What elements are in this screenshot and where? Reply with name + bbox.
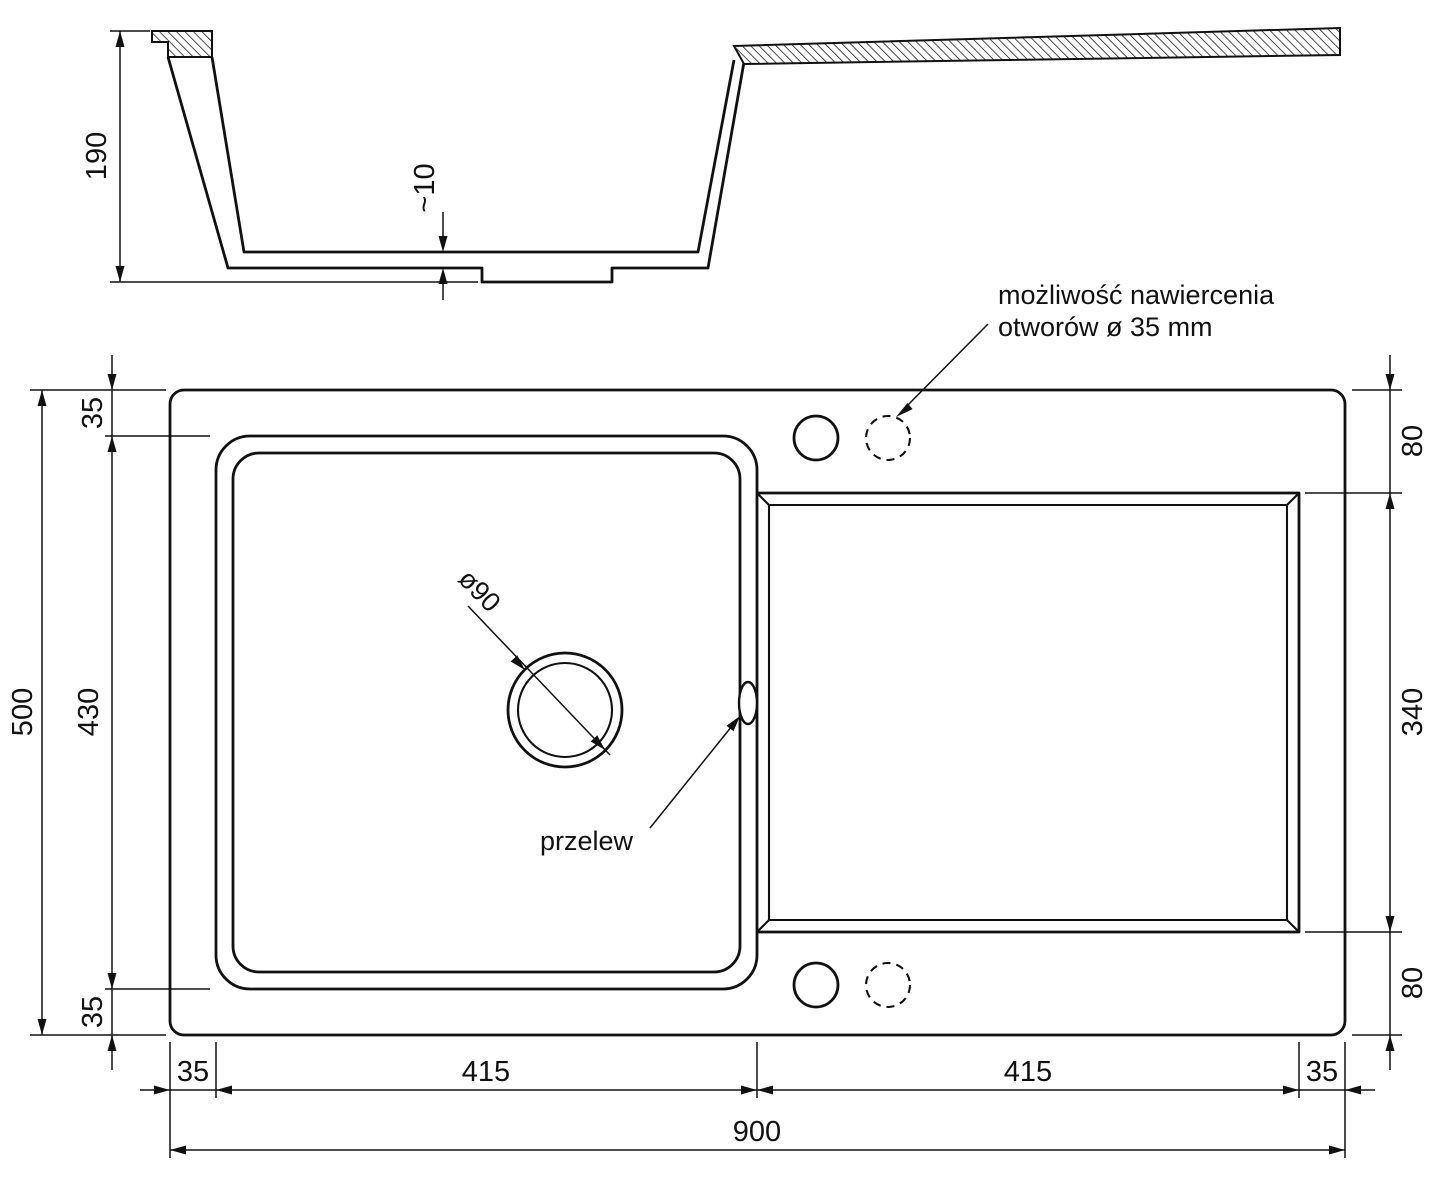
drainer-surface	[756, 491, 1301, 934]
dim-arrow-down	[107, 973, 117, 989]
drain-outer-circle	[506, 651, 624, 769]
dim-label-left-top-margin: 35	[77, 397, 109, 429]
drill-note-line2: otworów ø 35 mm	[998, 312, 1213, 342]
dim-label-right-bottom-margin: 80	[1397, 967, 1429, 999]
overflow-callout: przelew	[540, 680, 759, 856]
dim-arrow-left	[757, 1085, 773, 1095]
dim-arrow-up	[1385, 1035, 1395, 1051]
drainer-corner-lines	[756, 492, 1300, 933]
dim-label-overall-height: 500	[7, 688, 39, 736]
dim-label-left-bottom-margin: 35	[77, 996, 109, 1028]
dim-arrow-up	[115, 31, 125, 47]
dim-label-drainer-width: 415	[1004, 1056, 1052, 1088]
overflow-label: przelew	[540, 826, 634, 856]
dim-label-basin-length: 430	[73, 688, 105, 736]
section-dim-bottom-thickness: ~10	[409, 163, 448, 300]
drain	[506, 651, 624, 769]
dim-lines	[1305, 355, 1402, 1070]
callout-arrow	[590, 735, 605, 750]
faucet-hole-bottom-optional-dashed	[864, 961, 912, 1009]
section-drainer-slab-hatch	[732, 26, 1341, 66]
dim-lines	[30, 389, 166, 1036]
callout-arrow	[510, 655, 525, 670]
drill-note-line1: możliwość nawiercenia	[998, 280, 1275, 310]
dim-label-bottom-left-margin: 35	[177, 1056, 209, 1088]
drain-diameter-label: ø90	[453, 564, 507, 618]
overflow-opening	[737, 680, 759, 726]
note-leader-line	[900, 323, 989, 413]
dim-arrow-up	[1385, 493, 1395, 509]
dim-label-overall-width: 900	[733, 1116, 781, 1148]
dim-arrow-right	[741, 1085, 757, 1095]
drain-inner-circle	[516, 661, 614, 759]
dim-overall-height: 500	[7, 389, 166, 1036]
basin-outer-edge	[214, 434, 759, 991]
dim-extension-lines	[110, 30, 478, 283]
drain-diameter-callout: ø90	[453, 564, 611, 756]
callout-arrow	[726, 716, 740, 732]
dim-arrow-down	[115, 266, 125, 282]
section-dim-depth: 190	[81, 30, 478, 283]
dim-arrow-down	[1385, 916, 1395, 932]
drainer-inner-edge	[767, 503, 1289, 922]
dim-label-bottom-right-margin: 35	[1306, 1056, 1338, 1088]
dim-label-depth: 190	[81, 132, 113, 180]
faucet-hole-top	[792, 414, 840, 462]
dim-right-column: 80 340 80	[1305, 355, 1429, 1070]
dim-arrow-left	[216, 1085, 232, 1095]
dim-arrow-up	[107, 1035, 117, 1051]
dim-lines	[105, 355, 210, 1070]
dim-arrow-up	[37, 390, 47, 406]
dim-arrow-left	[1345, 1085, 1361, 1095]
dim-arrow-down	[438, 236, 448, 252]
dim-bottom-row: 35 415 415 35	[140, 1042, 1375, 1158]
dim-arrow-up	[438, 268, 448, 284]
dim-arrow-left	[170, 1145, 186, 1155]
plan-view: ø90 przelew możliwość nawiercenia otworó…	[7, 280, 1429, 1158]
faucet-hole-bottom	[792, 961, 840, 1009]
dim-arrow-right	[154, 1085, 170, 1095]
dim-label-bottom-thickness: ~10	[409, 163, 441, 212]
dim-arrow-right	[1283, 1085, 1299, 1095]
dim-label-drainer-length: 340	[1397, 688, 1429, 736]
section-view: 190 ~10	[81, 26, 1341, 300]
sink-outer-edge	[168, 388, 1347, 1037]
dim-arrow-down	[1385, 374, 1395, 390]
dim-left-column: 35 430 35	[73, 355, 210, 1070]
dim-arrow-down	[107, 374, 117, 390]
faucet-hole-top-optional-dashed	[864, 414, 912, 462]
dim-arrow-right	[1329, 1145, 1345, 1155]
basin-inner-edge	[231, 451, 742, 974]
dim-arrow-up	[107, 436, 117, 452]
drainer-outer-lines	[757, 491, 1301, 934]
dim-label-right-top-margin: 80	[1397, 425, 1429, 457]
drill-note: możliwość nawiercenia otworów ø 35 mm	[896, 280, 1275, 417]
note-arrow	[896, 403, 913, 417]
dim-arrow-down	[37, 1019, 47, 1035]
dim-label-basin-width: 415	[462, 1056, 510, 1088]
callout-leader-line	[467, 605, 611, 756]
dim-overall-width: 900	[170, 1116, 1345, 1155]
section-left-rim-hatch	[151, 30, 213, 58]
callout-leader-line	[649, 725, 733, 829]
section-basin-walls	[166, 56, 746, 284]
